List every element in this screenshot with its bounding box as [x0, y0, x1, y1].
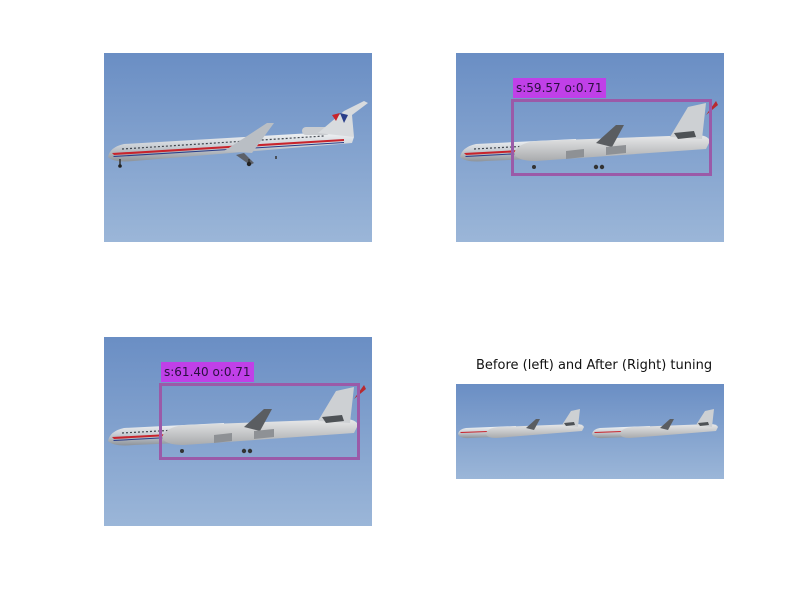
detection-box	[159, 383, 360, 460]
panel-detection-before: s:59.57 o:0.71	[456, 53, 724, 242]
comparison-caption: Before (left) and After (Right) tuning	[476, 358, 713, 373]
detection-label: s:59.57 o:0.71	[513, 78, 606, 98]
comparison-photo	[456, 384, 724, 479]
detection-box	[511, 99, 712, 176]
panel-comparison	[456, 384, 724, 479]
md80-photo	[104, 53, 372, 242]
panel-original-image	[104, 53, 372, 242]
panel-detection-after: s:61.40 o:0.71	[104, 337, 372, 526]
detection-label: s:61.40 o:0.71	[161, 362, 254, 382]
